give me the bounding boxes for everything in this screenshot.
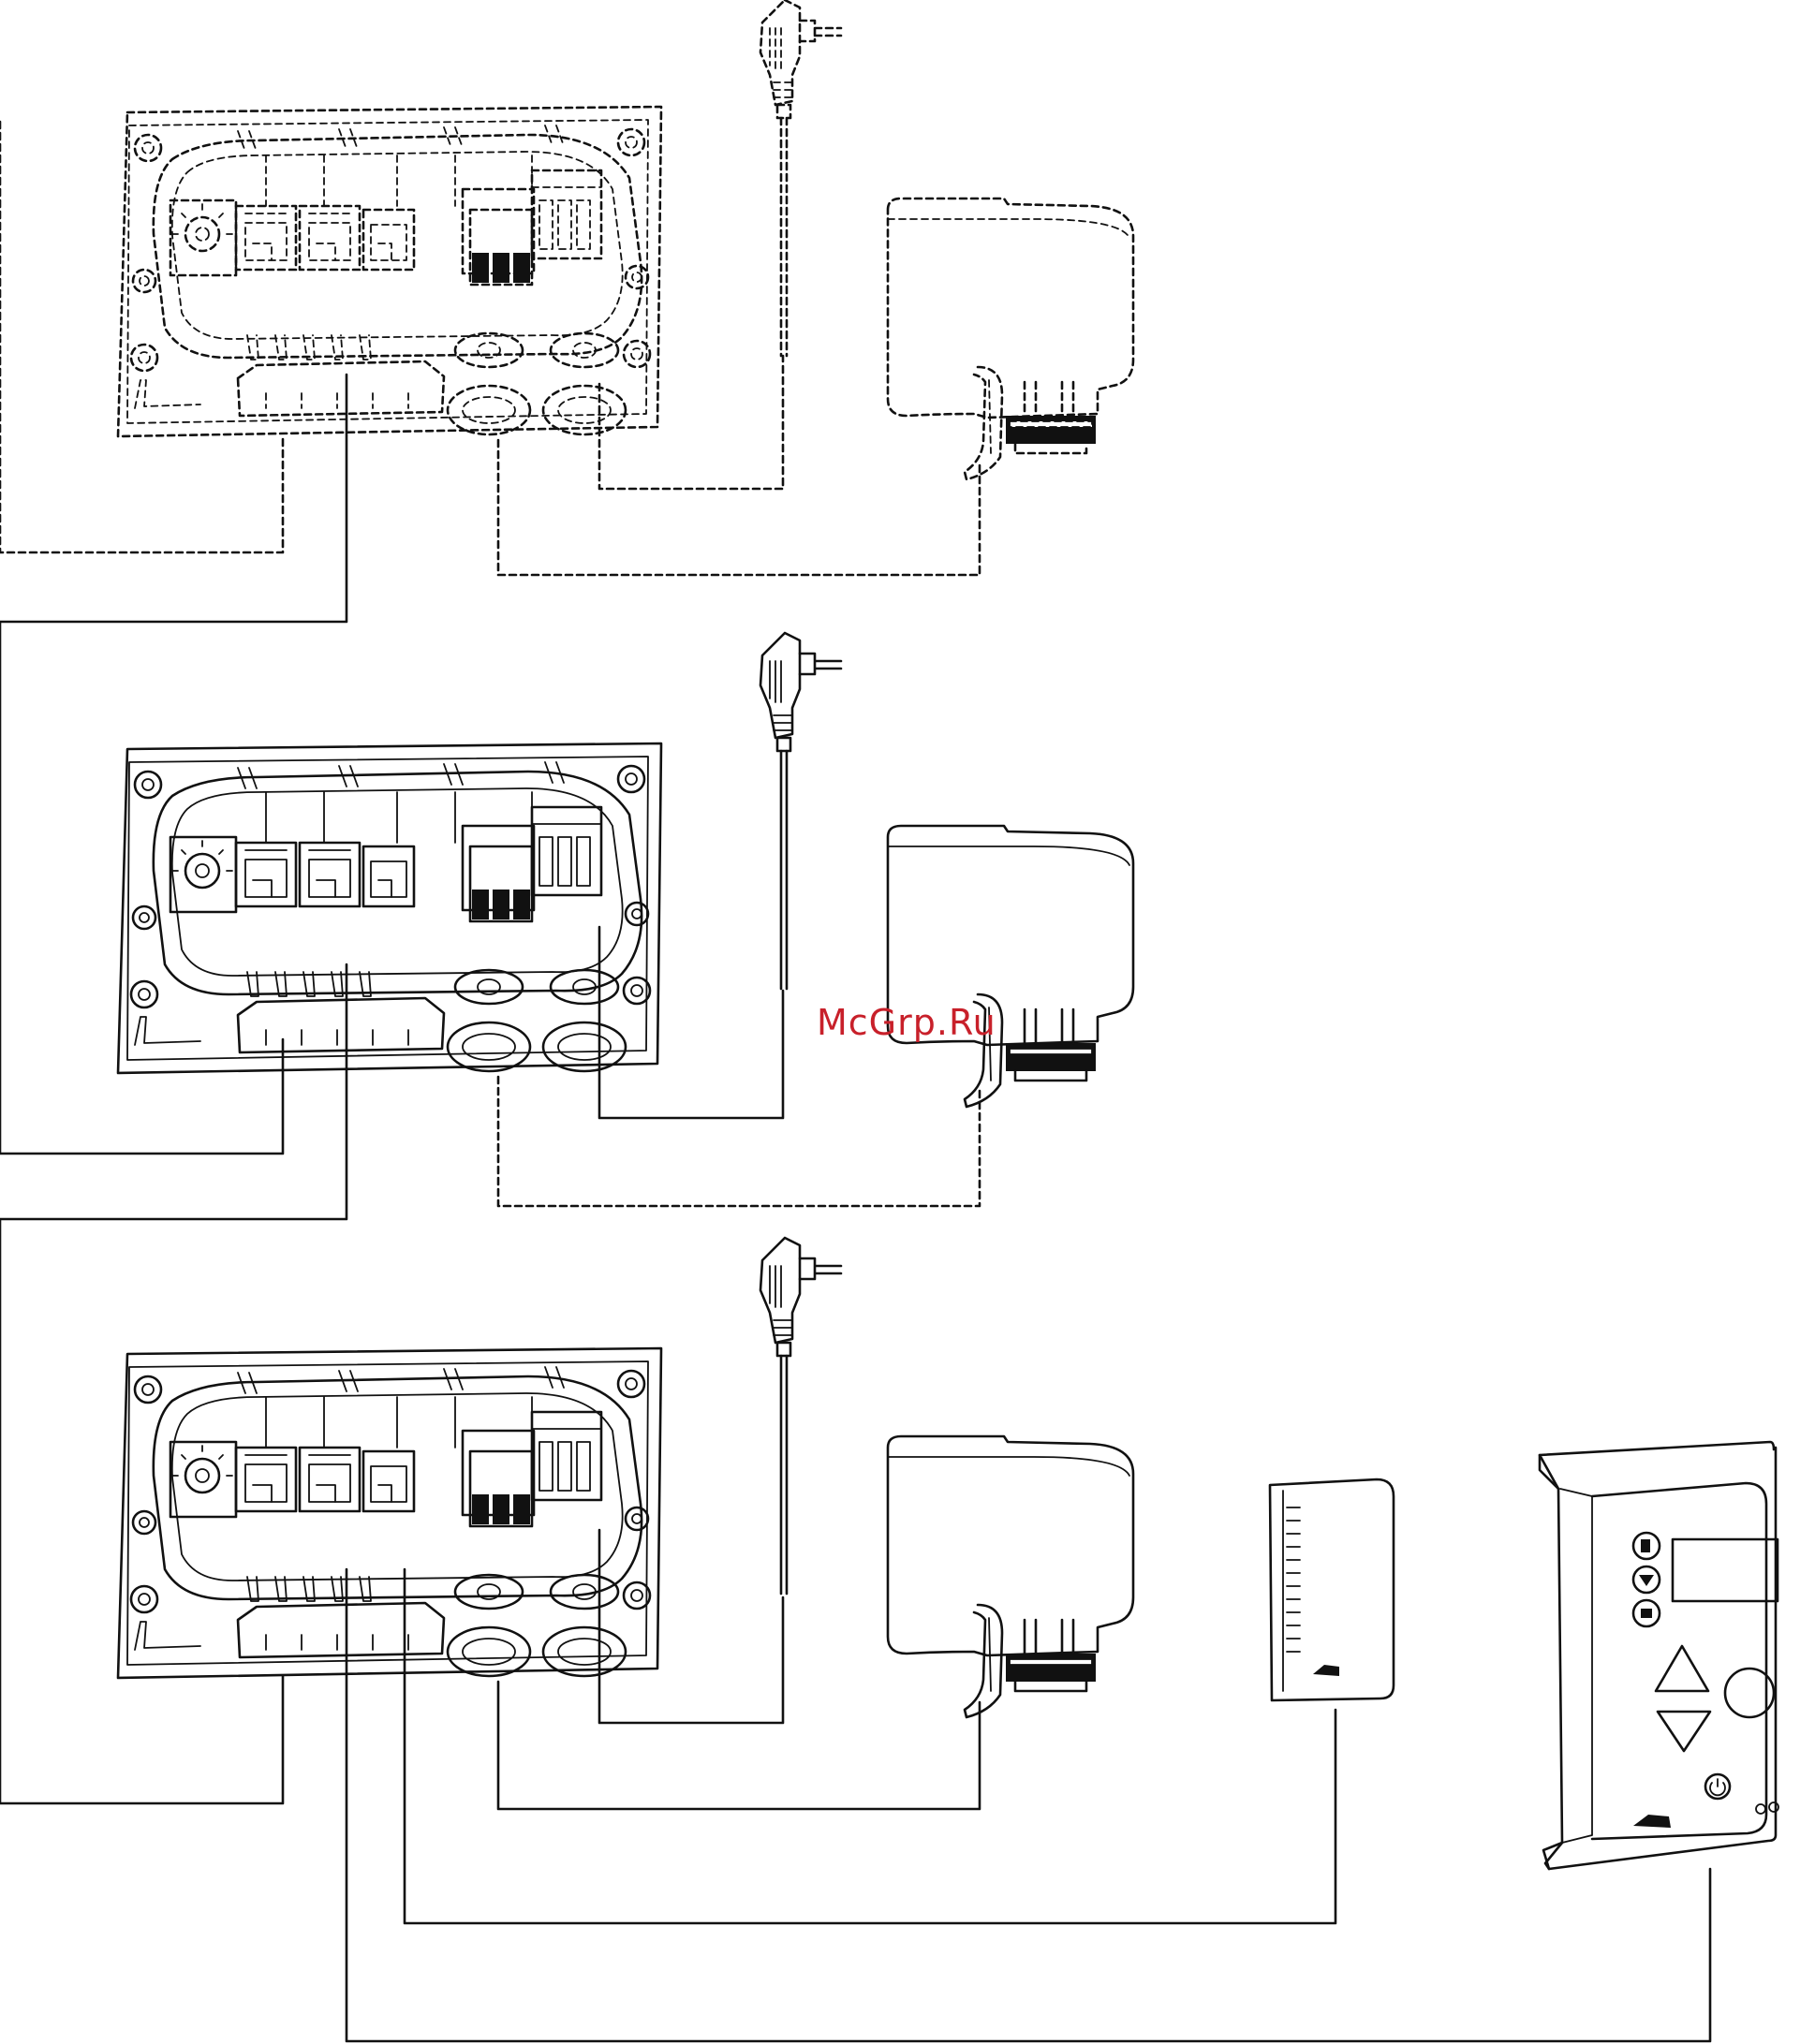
unit-3-wiring: [347, 1530, 1710, 2041]
watermark-text: McGrp.Ru: [817, 1002, 996, 1043]
unit-1-power-plug-icon: [760, 0, 841, 356]
unit-2-terminal-box-icon: [118, 743, 661, 1073]
unit-1-terminal-box-icon: [118, 107, 661, 436]
unit-3-room-sensor-icon: [1270, 1479, 1394, 1700]
unit-3-valve-actuator-icon: [888, 1436, 1133, 1717]
unit-3-control-panel-icon: [1540, 1442, 1778, 1869]
unit-2-power-plug-icon: [760, 633, 841, 989]
unit-3-terminal-box-icon: [118, 1348, 661, 1678]
unit-2-valve-actuator-icon: [888, 826, 1133, 1107]
unit-1-valve-actuator-icon: [888, 199, 1133, 479]
unit-3-power-plug-icon: [760, 1238, 841, 1594]
